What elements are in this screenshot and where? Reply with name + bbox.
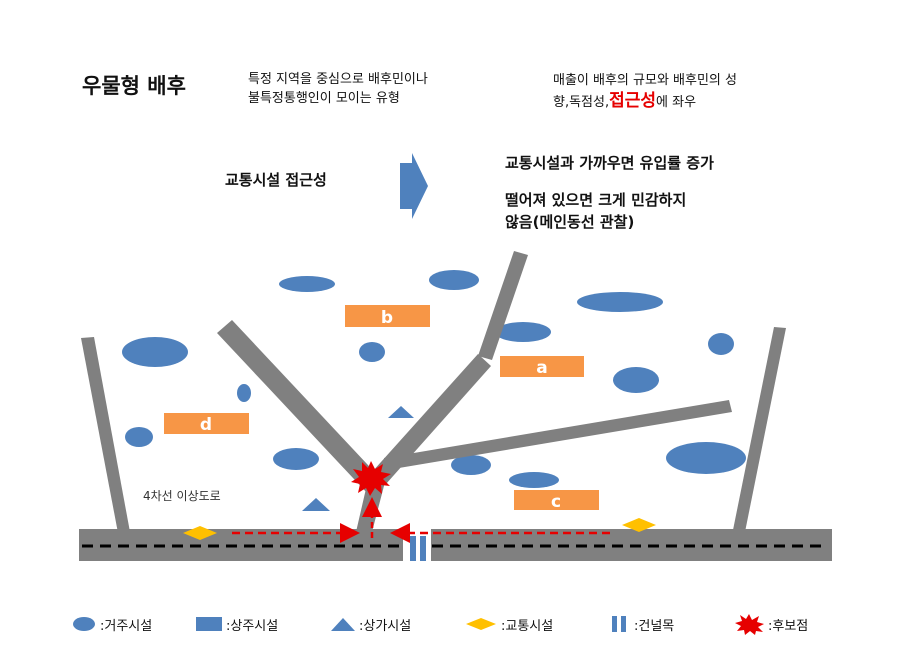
residential-ellipse xyxy=(577,292,663,312)
triangle-icon xyxy=(331,618,355,631)
sales-description-line1: 매출이 배후의 규모와 배후민의 성 xyxy=(553,73,737,88)
road-label: 4차선 이상도로 xyxy=(143,489,221,503)
access-note-far: 떨어져 있으면 크게 민감하지 않음(메인동선 관찰) xyxy=(505,189,686,233)
road-center xyxy=(372,354,491,484)
residential-ellipse xyxy=(122,337,188,367)
zone-c-label: c xyxy=(551,492,561,512)
legend-label: :상가시설 xyxy=(359,618,412,634)
legend-residential: :거주시설 xyxy=(72,611,152,637)
sales-description-line2: 향,독점성,접근성에 좌우 xyxy=(553,91,737,113)
legend-commercial: :상가시설 xyxy=(331,611,411,637)
legend-label: :후보점 xyxy=(768,618,809,634)
legend-label: :상주시설 xyxy=(226,618,279,634)
roads xyxy=(79,251,832,561)
legend-crosswalk: :건널목 xyxy=(610,611,674,637)
double-bar-icon xyxy=(612,616,626,632)
access-note-far-line1: 떨어져 있으면 크게 민감하지 xyxy=(505,191,687,209)
type-description-line1: 특정 지역을 중심으로 배후민이나 xyxy=(248,72,428,87)
legend-candidate: :후보점 xyxy=(734,611,808,637)
zone-labels: b a d c xyxy=(164,305,599,512)
legend-transit: :교통시설 xyxy=(465,611,553,637)
zone-a-box xyxy=(500,356,584,377)
residential-ellipse xyxy=(708,333,734,355)
residential-ellipse xyxy=(613,367,659,393)
star-burst-icon xyxy=(735,614,764,635)
transit-diamond xyxy=(622,518,656,532)
residential-ellipse xyxy=(451,455,491,475)
access-label: 교통시설 접근성 xyxy=(225,171,327,189)
crosswalk-bar xyxy=(410,536,416,561)
crosswalk xyxy=(410,536,426,561)
commercial-triangle xyxy=(388,406,414,418)
sales-description-pre: 향,독점성, xyxy=(553,95,610,110)
zone-c-box xyxy=(514,490,599,510)
access-note-near: 교통시설과 가까우면 유입률 증가 xyxy=(505,154,714,172)
type-description-line2: 불특정통행인이 모이는 유형 xyxy=(248,91,400,106)
accessibility-highlight: 접근성 xyxy=(609,91,657,111)
road-upper xyxy=(478,251,528,360)
residential-ellipse xyxy=(509,472,559,488)
candidate-star-icon xyxy=(351,461,391,496)
residential-ellipse xyxy=(273,448,319,470)
residential-ellipse xyxy=(359,342,385,362)
legend-label: :거주시설 xyxy=(100,618,153,634)
residential-facilities xyxy=(122,270,746,488)
zone-d-box xyxy=(164,413,249,434)
legend-label: :교통시설 xyxy=(501,618,554,634)
residential-ellipse xyxy=(279,276,335,292)
residential-ellipse xyxy=(125,427,153,447)
commercial-triangle xyxy=(302,498,330,511)
access-note-far-line2: 않음(메인동선 관찰) xyxy=(505,213,635,231)
legend-resident-commerce: :상주시설 xyxy=(196,611,278,637)
sales-description-post: 에 좌우 xyxy=(656,95,697,110)
transit-diamond xyxy=(183,526,217,540)
zone-b-box xyxy=(345,305,430,327)
road-diagonal-left xyxy=(217,320,382,494)
residential-ellipse xyxy=(495,322,551,342)
ellipse-icon xyxy=(73,617,95,631)
sales-description: 매출이 배후의 규모와 배후민의 성 향,독점성,접근성에 좌우 xyxy=(553,70,737,113)
type-description: 특정 지역을 중심으로 배후민이나 불특정통행인이 모이는 유형 xyxy=(248,70,428,108)
crosswalk-bar xyxy=(420,536,426,561)
zone-a-label: a xyxy=(536,358,547,378)
flow-arrow-icon xyxy=(400,153,428,219)
zone-d-label: d xyxy=(200,415,212,435)
diamond-icon xyxy=(466,618,496,630)
road-right-branch xyxy=(384,400,732,470)
residential-ellipse xyxy=(666,442,746,474)
legend-label: :건널목 xyxy=(634,618,675,634)
residential-ellipse xyxy=(237,384,251,402)
page-title: 우물형 배후 xyxy=(82,74,186,98)
road-right xyxy=(733,327,786,532)
road-left xyxy=(81,337,130,533)
zone-b-label: b xyxy=(381,308,393,328)
residential-ellipse xyxy=(429,270,479,290)
rectangle-icon xyxy=(196,617,222,631)
